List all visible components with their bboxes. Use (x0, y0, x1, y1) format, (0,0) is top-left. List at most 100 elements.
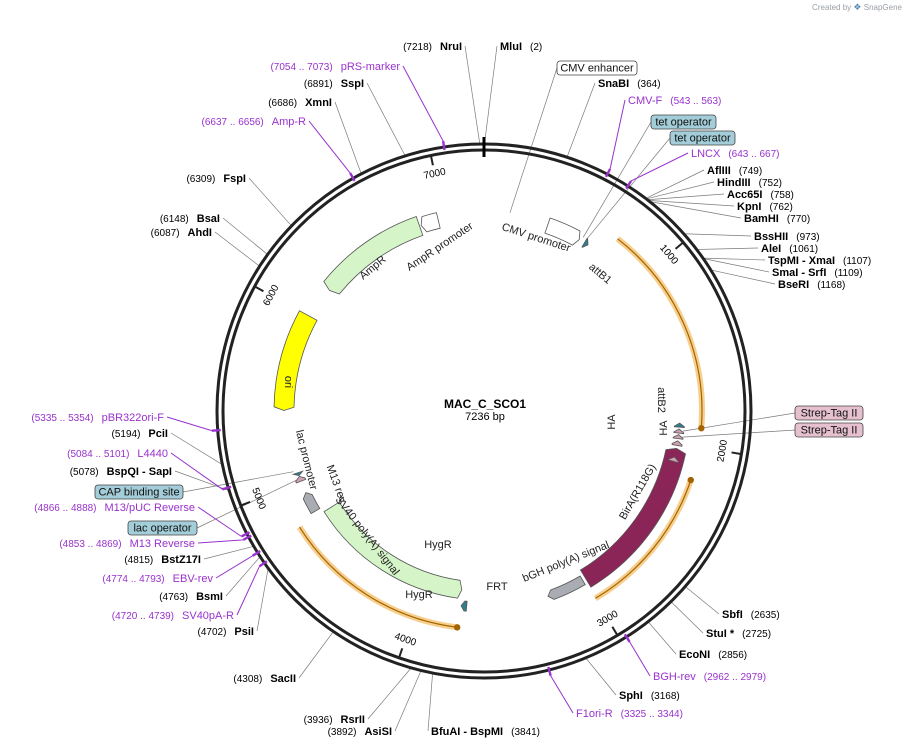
primer-f1ori-r[interactable]: F1ori-R(3325 .. 3344) (576, 708, 683, 720)
enzyme-label: (6891)SspI (304, 78, 364, 90)
enzyme-alei[interactable]: AleI(1061) (761, 243, 818, 255)
enzyme-leader (670, 601, 704, 634)
callout-box (669, 130, 736, 146)
enzyme-mlui[interactable]: MluI(2) (500, 41, 542, 53)
enzyme-sbfi[interactable]: SbfI(2635) (722, 609, 780, 621)
enzyme-leader (484, 45, 498, 145)
feature-arrow-ha[interactable] (671, 440, 683, 447)
feature-arrow-frt[interactable] (460, 600, 468, 612)
ruler-tick-label: 5000 (249, 486, 267, 511)
callout-tet-operator[interactable]: tet operator (669, 130, 736, 146)
primer-cmv-f[interactable]: CMV-F(543 .. 563) (628, 95, 721, 107)
enzyme-bstz17i[interactable]: (4815)BstZ17I (124, 554, 201, 566)
enzyme-tspmi-xmai[interactable]: TspMI - XmaI(1107) (768, 255, 871, 267)
enzyme-acc65i[interactable]: Acc65I(758) (727, 189, 794, 201)
enzyme-leader (225, 556, 261, 597)
callout-cmv-enhancer[interactable]: CMV enhancer (556, 60, 638, 76)
enzyme-sspi[interactable]: (6891)SspI (304, 78, 364, 90)
primer-marker (242, 534, 252, 541)
enzyme-psii[interactable]: (4702)PsiI (198, 626, 254, 638)
primer-leader (629, 641, 651, 677)
enzyme-bsai[interactable]: (6148)BsaI (160, 213, 220, 225)
feature-arrow-sv40-poly-a-signal[interactable] (302, 492, 321, 515)
primer-pbr322ori-f[interactable]: (5335 .. 5354)pBR322ori-F (31, 412, 164, 424)
feature-arrow-m13-rev[interactable] (291, 470, 304, 477)
enzyme-pcii[interactable]: (5194)PciI (112, 428, 168, 440)
primer-amp-r[interactable]: (6637 .. 6656)Amp-R (202, 116, 307, 128)
callout-strep-tag-ii[interactable]: Strep-Tag II (794, 422, 864, 438)
feature-arrow-hygr[interactable] (323, 501, 463, 599)
enzyme-bsmi[interactable]: (4763)BsmI (159, 591, 223, 603)
enzyme-asisi[interactable]: (3892)AsiSI (328, 726, 392, 738)
enzyme-leader (203, 545, 254, 560)
orf-line (595, 479, 692, 599)
feature-arrow-strep-tag-ii[interactable] (673, 428, 685, 435)
plasmid-center-label: MAC_C_SCO1 7236 bp (444, 397, 526, 423)
feature-arrow-attb1[interactable] (581, 237, 589, 248)
orf-arcs (296, 236, 705, 631)
enzyme-leader (646, 181, 715, 200)
enzyme-label: BfuAI - BspMI(3841) (431, 726, 540, 738)
primer-m13-reverse[interactable]: (4853 .. 4869)M13 Reverse (59, 538, 195, 550)
enzyme-label: Acc65I(758) (727, 189, 794, 201)
callout-text: Strep-Tag II (801, 408, 858, 420)
callout-tet-operator[interactable]: tet operator (650, 114, 717, 130)
enzyme-bspqi-sapi[interactable]: (5078)BspQI - SapI (70, 466, 172, 478)
primer-marker (211, 428, 221, 432)
enzyme-leader (214, 231, 260, 267)
primer-sites: (7054 .. 7073)pRS-marker (6637 .. 6656)Am… (31, 61, 779, 720)
enzyme-bsshii[interactable]: BssHII(973) (754, 231, 820, 243)
enzyme-bfuai-bspmi[interactable]: BfuAI - BspMI(3841) (431, 726, 540, 738)
primer-prs-marker[interactable]: (7054 .. 7073)pRS-marker (270, 61, 400, 73)
enzyme-leader (566, 82, 596, 158)
enzyme-nrui[interactable]: (7218)NruI (403, 41, 462, 53)
enzyme-leader (427, 672, 433, 732)
enzyme-smai-srfi[interactable]: SmaI - SrfI(1109) (772, 267, 863, 279)
enzyme-sacii[interactable]: (4308)SacII (233, 673, 296, 685)
feature-arrow-ampr-promoter[interactable] (420, 212, 441, 233)
enzyme-kpni[interactable]: KpnI(762) (737, 201, 793, 213)
callout-leader (182, 471, 294, 493)
enzyme-xmni[interactable]: (6686)XmnI (268, 97, 332, 109)
primer-label: LNCX(643 .. 667) (691, 148, 780, 160)
feature-arrow-ori[interactable] (273, 310, 318, 411)
enzyme-afliii[interactable]: AflIII(749) (707, 165, 762, 177)
callout-box (794, 422, 864, 438)
primer-sv40pa-r[interactable]: (4720 .. 4739)SV40pA-R (112, 610, 234, 622)
primer-label: CMV-F(543 .. 563) (628, 95, 721, 107)
primer-m13-puc-reverse[interactable]: (4866 .. 4888)M13/pUC Reverse (34, 502, 195, 514)
enzyme-ahdi[interactable]: (6087)AhdI (151, 227, 212, 239)
callout-strep-tag-ii[interactable]: Strep-Tag II (794, 405, 864, 421)
enzyme-leader (696, 247, 759, 250)
enzyme-label: BssHII(973) (754, 231, 820, 243)
feature-arrow-ampr[interactable] (323, 215, 424, 295)
primer-ebv-rev[interactable]: (4774 .. 4793)EBV-rev (102, 573, 213, 585)
feature-arrow-bgh-poly-a-signal[interactable] (547, 575, 586, 600)
enzyme-label: AleI(1061) (761, 243, 818, 255)
enzyme-rsrii[interactable]: (3936)RsrII (304, 714, 365, 726)
feature-arrow-bira-r118g[interactable] (579, 447, 686, 588)
enzyme-stui[interactable]: StuI *(2725) (706, 628, 771, 640)
primer-l4440[interactable]: (5084 .. 5101)L4440 (67, 448, 168, 460)
enzyme-bamhi[interactable]: BamHI(770) (744, 213, 810, 225)
enzyme-snabi[interactable]: SnaBI(364) (598, 78, 661, 90)
enzyme-hindiii[interactable]: HindIII(752) (717, 177, 782, 189)
callout-lac-operator[interactable]: lac operator (127, 520, 198, 536)
ruler-tick-mark (611, 626, 619, 636)
callout-cap-binding-site[interactable]: CAP binding site (94, 484, 184, 500)
enzyme-econi[interactable]: EcoNI(2856) (679, 649, 747, 661)
feature-arrow-cmv-promoter[interactable] (544, 217, 581, 246)
enzyme-sphi[interactable]: SphI(3168) (619, 690, 680, 702)
enzyme-leader (645, 169, 705, 199)
feature-arrow-strep-tag-ii[interactable] (672, 434, 684, 440)
primer-bgh-rev[interactable]: BGH-rev(2962 .. 2979) (653, 671, 766, 683)
primer-lncx[interactable]: LNCX(643 .. 667) (691, 148, 780, 160)
enzyme-leader (367, 667, 412, 720)
feature-arrow-attb2[interactable] (673, 422, 685, 428)
feature-arrow-ha[interactable] (668, 456, 679, 464)
primer-marker (222, 485, 232, 491)
enzyme-fspi[interactable]: (6309)FspI (186, 173, 246, 185)
feature-arrow-lac-promoter[interactable] (295, 475, 307, 484)
enzyme-bseri[interactable]: BseRI(1168) (778, 279, 845, 291)
